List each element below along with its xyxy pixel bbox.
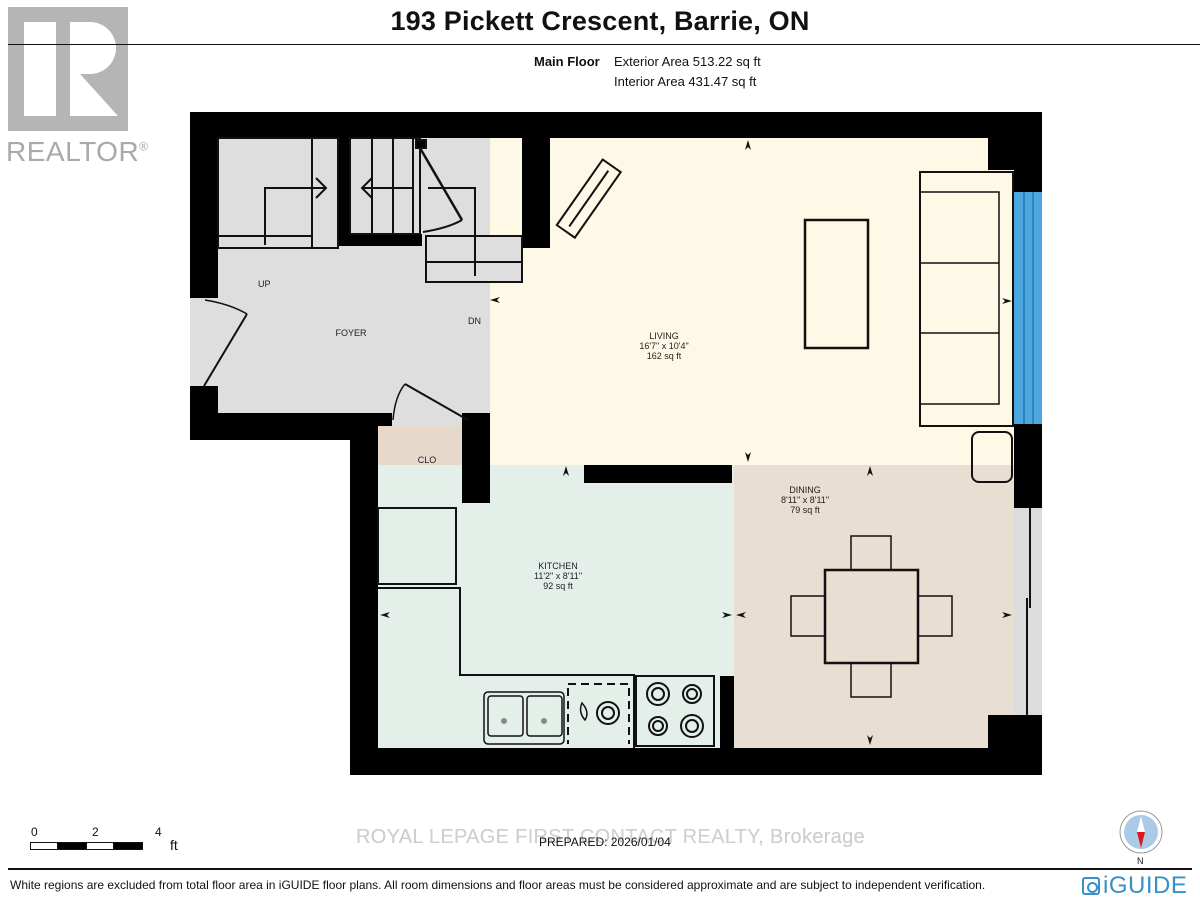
closet-door [392,383,469,426]
title-divider [8,44,1200,45]
iguide-camera-icon [1082,877,1100,895]
sliding-door [1026,508,1031,715]
iguide-wordmark: iGUIDE [1103,872,1188,899]
iguide-logo: iGUIDE [1082,872,1187,900]
realtor-logo: REALTOR® [6,6,148,167]
exterior-area: Exterior Area 513.22 sq ft [614,54,761,69]
room-kitchen-area [378,465,734,748]
scale-unit: ft [170,837,178,853]
stair-up-label: UP [258,279,271,289]
kitchen-counters [377,507,715,748]
room-dining-area [734,465,1014,748]
walls [190,112,1042,775]
page-title: 193 Pickett Crescent, Barrie, ON [390,6,810,36]
entry-door [190,298,248,387]
scale-bar: 0 2 4 ft [30,825,190,855]
stair-down-label: DN [468,316,481,326]
room-living-right [988,170,1014,465]
compass-north-label: N [1137,856,1144,866]
compass-icon [1118,808,1164,856]
stairs [217,137,523,283]
realtor-wordmark: REALTOR® [6,136,149,167]
living-furniture [555,158,1014,483]
room-foyer-area [218,138,490,413]
room-living-area [490,138,988,465]
brokerage-watermark: ROYAL LEPAGE FIRST CONTACT REALTY, Broke… [356,826,865,848]
dimension-arrows [380,140,1012,745]
window [1014,192,1042,424]
room-label-foyer: FOYER [335,328,367,338]
prepared-date: PREPARED: 2026/01/04 [539,835,671,849]
interior-area: Interior Area 431.47 sq ft [614,74,757,89]
footer-divider [8,868,1192,870]
room-label-closet: CLO [417,455,437,465]
dining-table [790,535,953,698]
realtor-r-icon [8,7,128,131]
scale-tick-0: 0 [31,825,38,839]
floor-label: Main Floor [534,54,600,69]
scale-tick-4: 4 [155,825,162,839]
disclaimer: White regions are excluded from total fl… [10,878,986,892]
scale-tick-2: 2 [92,825,99,839]
